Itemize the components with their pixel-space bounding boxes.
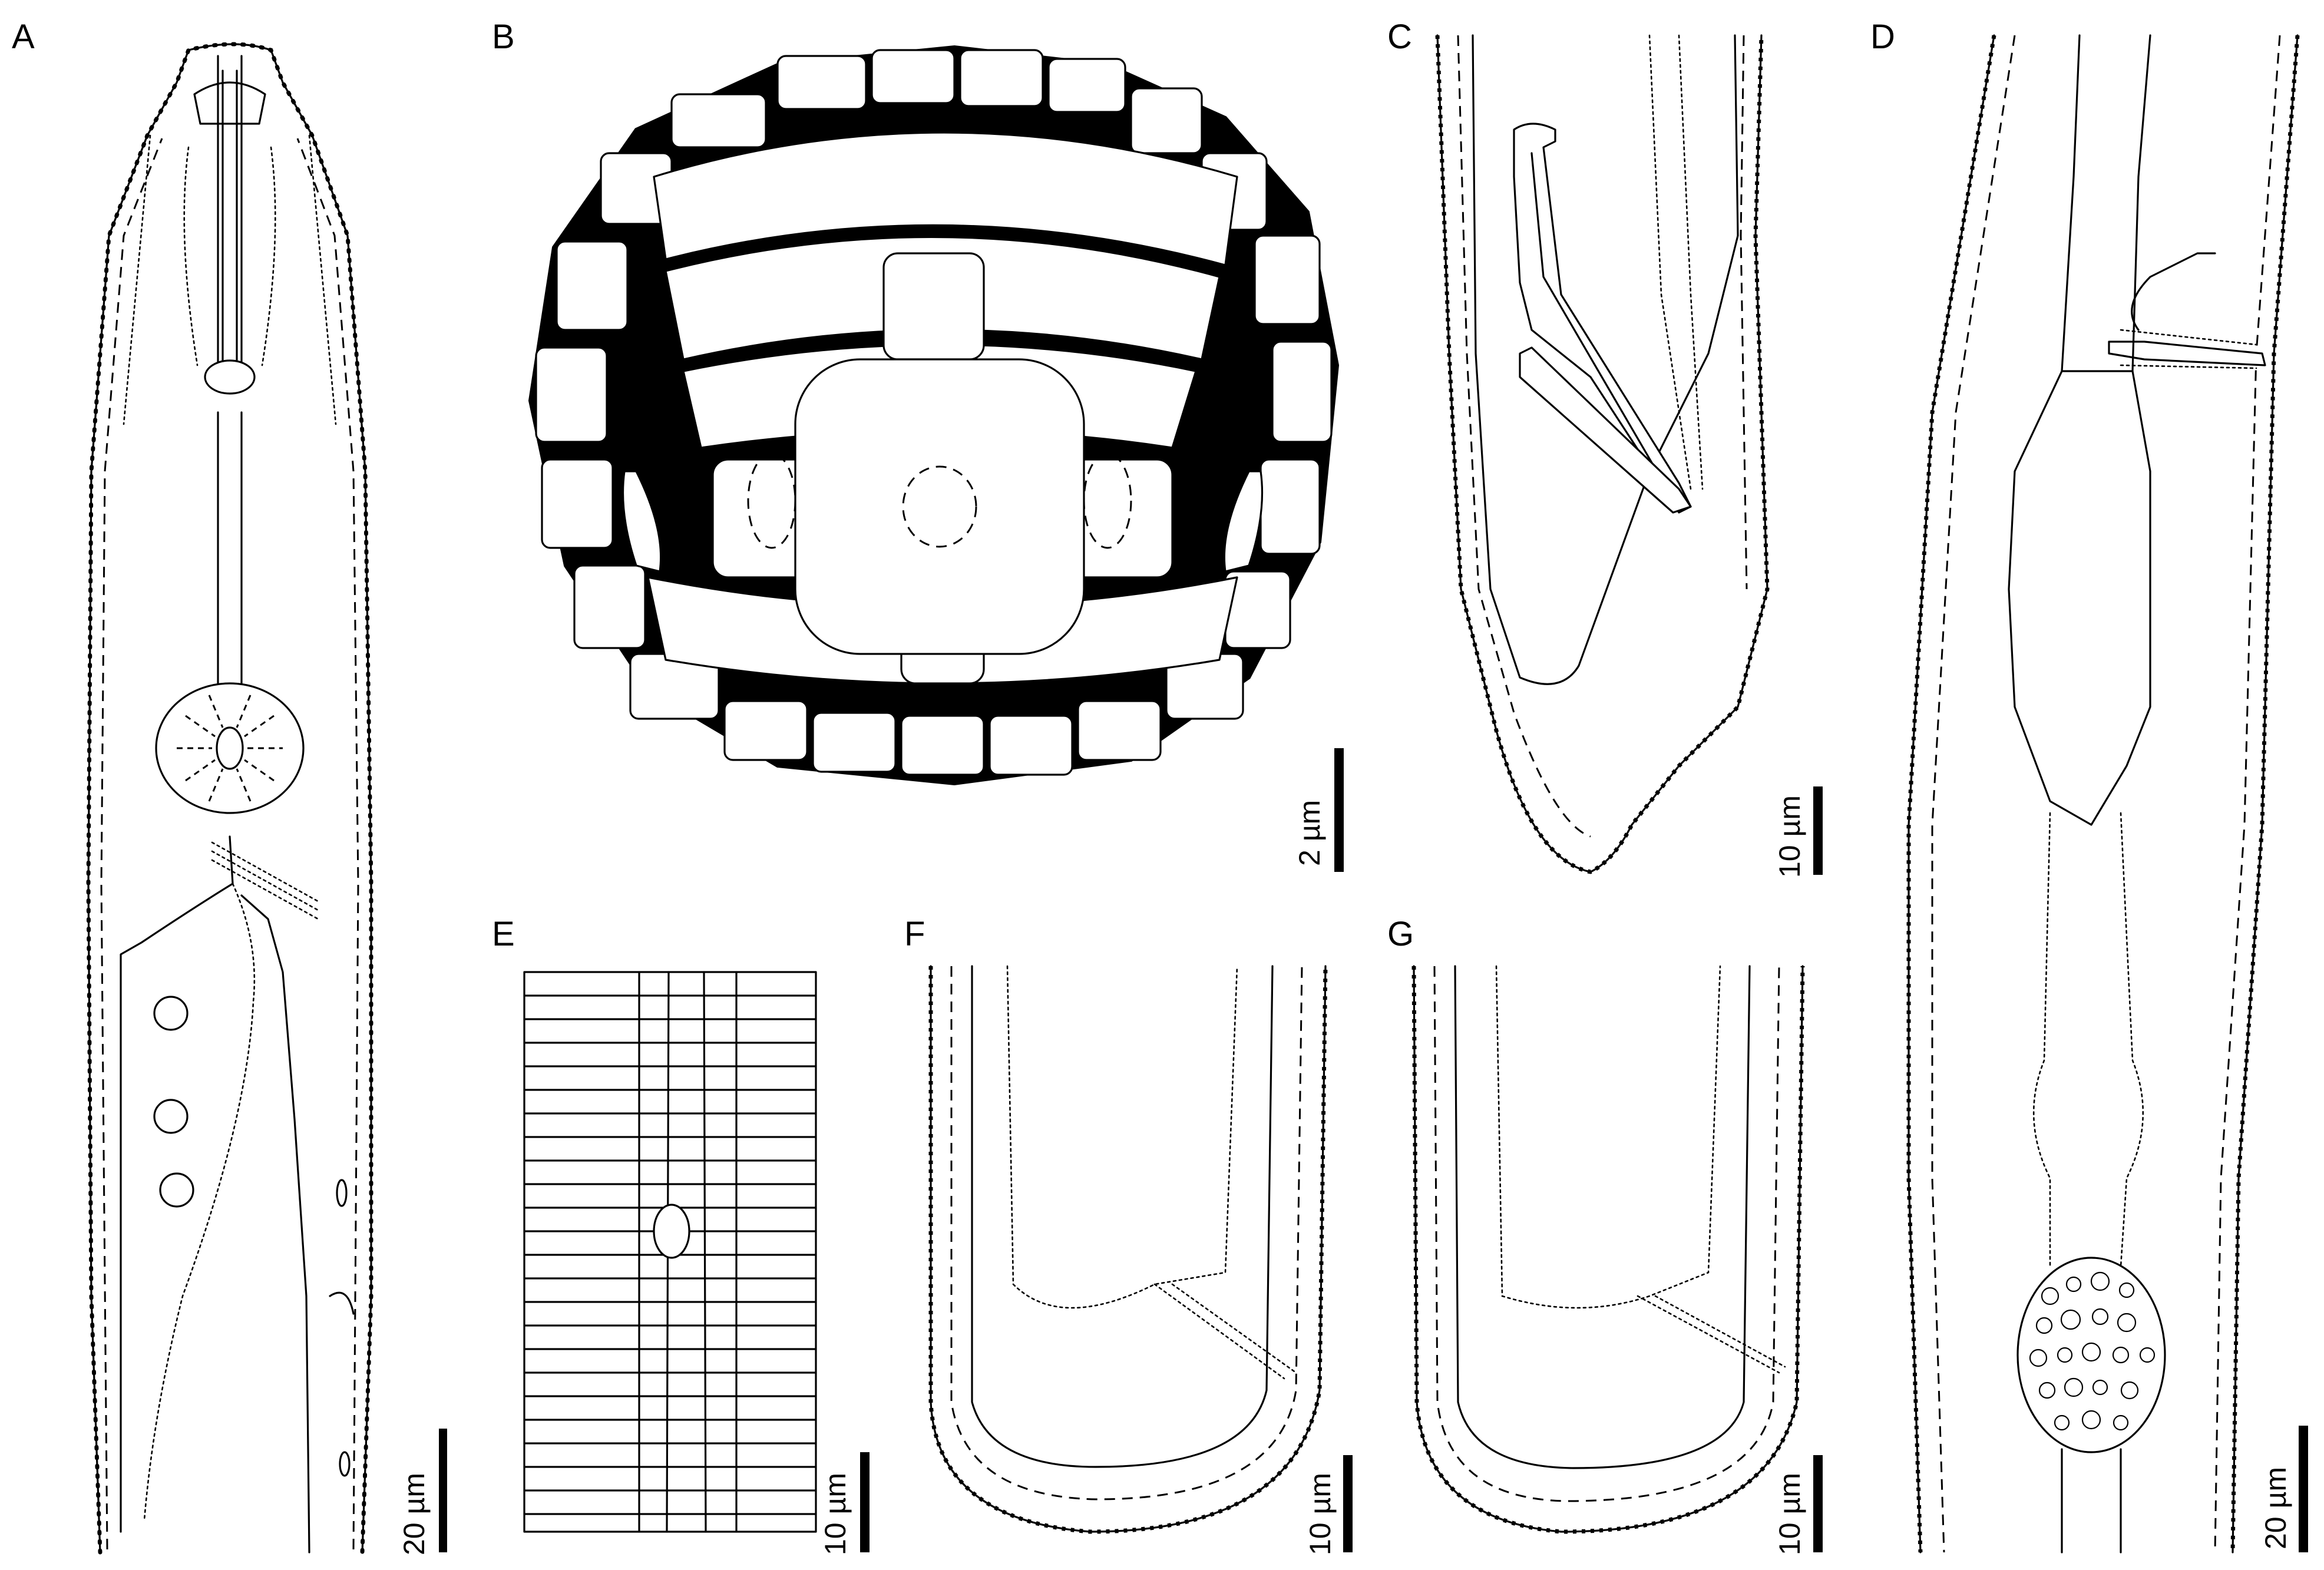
female-tail-outline-g [1413, 965, 1804, 1533]
panel-f: F 10 µm [904, 915, 1353, 1555]
scale-bar-b [1334, 748, 1344, 872]
body-wall-right [2232, 34, 2299, 1554]
scale-text-e: 10 µm [819, 1473, 852, 1555]
gland-nucleus [159, 1172, 194, 1208]
panel-d-label: D [1870, 18, 1895, 56]
scale-bar-a [439, 1429, 447, 1552]
scale-text-c: 10 µm [1773, 795, 1806, 878]
panel-g: G 10 µm [1387, 915, 1823, 1555]
gland-nucleus [153, 1099, 189, 1134]
scale-text-b: 2 µm [1293, 800, 1326, 866]
scale-text-d: 20 µm [2259, 1467, 2292, 1549]
panel-a-label: A [12, 18, 35, 56]
panel-b-label: B [492, 18, 515, 56]
annuli [523, 994, 817, 1515]
panel-b: B [492, 18, 1344, 872]
body-wall-left [1908, 34, 1995, 1554]
lateral-field [523, 971, 817, 1533]
uterus [2008, 370, 2151, 826]
panel-a: A 20 µm [12, 18, 447, 1555]
scale-text-f: 10 µm [1304, 1473, 1337, 1555]
panel-c: C 10 µm [1387, 18, 1823, 878]
amphid-opening [902, 465, 977, 548]
scale-bar-c [1813, 786, 1823, 875]
panel-e: E 10 µm [492, 915, 870, 1555]
spermatheca [2016, 1257, 2166, 1453]
oral-disc [794, 358, 1085, 655]
panel-f-label: F [904, 915, 925, 953]
panel-e-label: E [492, 915, 515, 953]
scale-bar-g [1813, 1455, 1823, 1552]
phasmid [653, 1204, 690, 1259]
stylet [193, 55, 266, 696]
scale-text-a: 20 µm [398, 1473, 431, 1555]
panel-g-label: G [1387, 915, 1414, 953]
sperm-cells [2029, 1271, 2156, 1431]
scale-bar-d [2299, 1426, 2308, 1552]
female-tail-outline-f [930, 965, 1327, 1533]
male-tail-outline [1435, 35, 1770, 874]
scale-bar-e [860, 1452, 870, 1552]
panel-d: D 20 µm [1870, 18, 2308, 1554]
panel-c-label: C [1387, 18, 1412, 56]
scale-text-g: 10 µm [1773, 1473, 1806, 1555]
scale-bar-f [1343, 1455, 1353, 1552]
vulva [2108, 341, 2266, 366]
gubernaculum [1519, 346, 1692, 514]
gland-nucleus [153, 996, 189, 1031]
